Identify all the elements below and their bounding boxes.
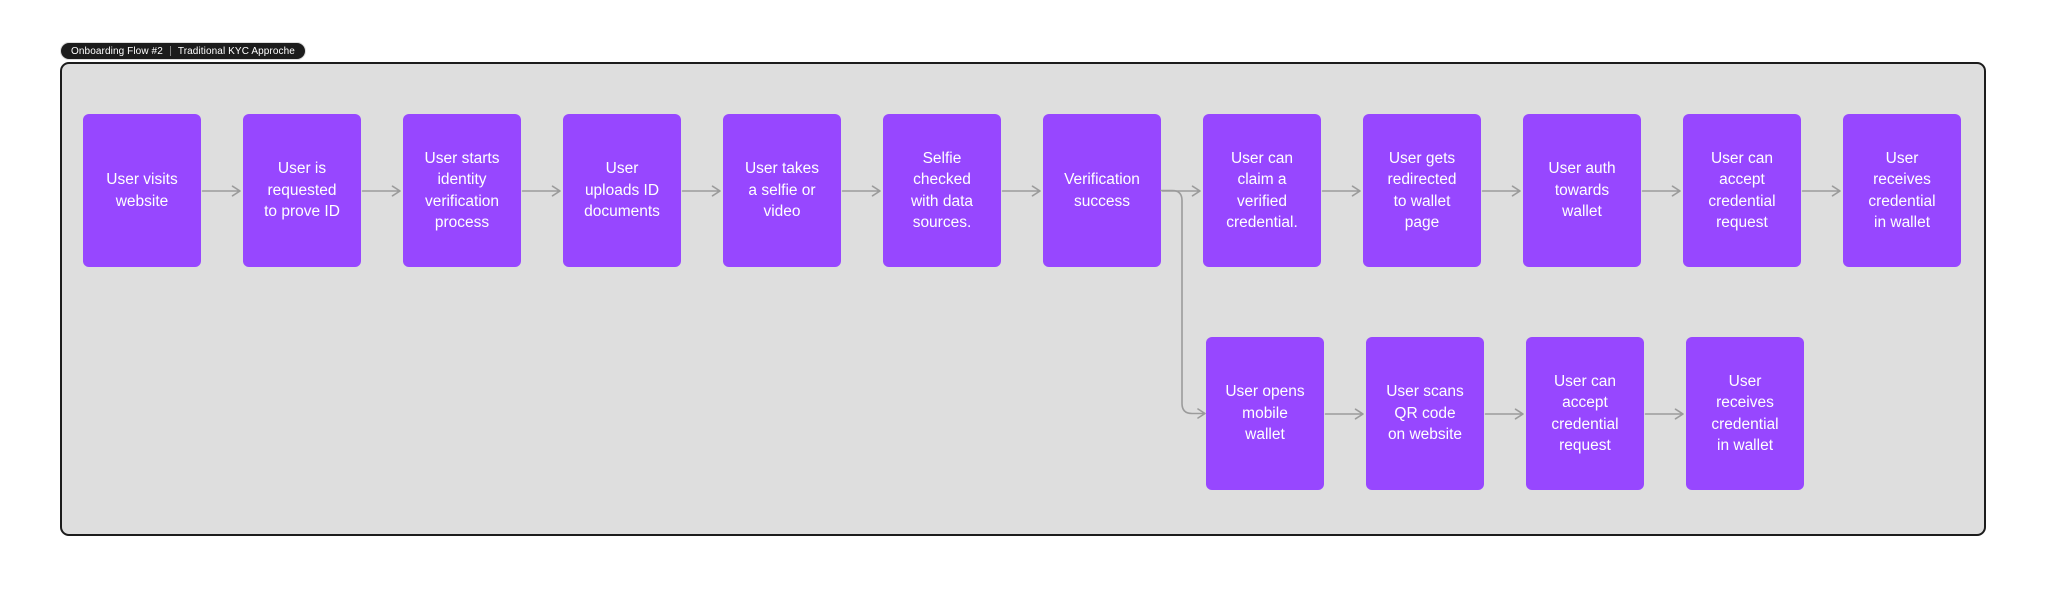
kyc-flow-section[interactable]: User visits website User is requested to…: [60, 62, 1986, 536]
flow-node[interactable]: User can accept credential request: [1526, 337, 1644, 490]
section-title-approach: Traditional KYC Approche: [177, 45, 295, 57]
flow-node-label: User is requested to prove ID: [264, 160, 340, 221]
flow-node-label: User starts identity verification proces…: [424, 149, 500, 232]
flow-node-label: User scans QR code on website: [1386, 383, 1464, 444]
flow-node[interactable]: User is requested to prove ID: [243, 114, 361, 267]
flow-node[interactable]: User opens mobile wallet: [1206, 337, 1324, 490]
flow-arrow-icon[interactable]: [521, 184, 563, 198]
flow-arrow-icon[interactable]: [1644, 407, 1686, 421]
flow-node-label: User uploads ID documents: [584, 160, 660, 221]
flow-node[interactable]: User auth towards wallet: [1523, 114, 1641, 267]
flow-node[interactable]: User receives credential in wallet: [1686, 337, 1804, 490]
flow-arrow-icon[interactable]: [1321, 184, 1363, 198]
flow-node-label: User can accept credential request: [1708, 149, 1776, 232]
flow-arrow-icon[interactable]: [1001, 184, 1043, 198]
flow-arrow-icon[interactable]: [1801, 184, 1843, 198]
flow-node[interactable]: User receives credential in wallet: [1843, 114, 1961, 267]
flow-node-label: User gets redirected to wallet page: [1387, 149, 1457, 232]
flow-arrow-icon[interactable]: [1641, 184, 1683, 198]
flow-node-label: Selfie checked with data sources.: [910, 149, 974, 232]
flow-arrow-icon[interactable]: [201, 184, 243, 198]
flow-arrow-icon[interactable]: [1484, 407, 1526, 421]
flow-node-label: User receives credential in wallet: [1868, 149, 1936, 232]
flow-node[interactable]: Verification success: [1043, 114, 1161, 267]
flow-node-label: User opens mobile wallet: [1225, 383, 1305, 444]
flow-node[interactable]: User uploads ID documents: [563, 114, 681, 267]
section-title-flow-name: Onboarding Flow #2: [71, 45, 163, 57]
flow-node-label: User can accept credential request: [1551, 372, 1619, 455]
flow-node[interactable]: User gets redirected to wallet page: [1363, 114, 1481, 267]
flow-arrow-icon[interactable]: [841, 184, 883, 198]
flow-node-label: User auth towards wallet: [1548, 160, 1616, 221]
flow-node[interactable]: User can claim a verified credential.: [1203, 114, 1321, 267]
flow-node[interactable]: User scans QR code on website: [1366, 337, 1484, 490]
flow-arrow-icon[interactable]: [681, 184, 723, 198]
flow-node-label: User visits website: [106, 171, 178, 210]
flow-arrow-icon[interactable]: [1324, 407, 1366, 421]
flow-node[interactable]: User starts identity verification proces…: [403, 114, 521, 267]
main-flow-row: User visits website User is requested to…: [83, 114, 1961, 267]
flow-arrow-icon[interactable]: [1481, 184, 1523, 198]
branch-connector-icon[interactable]: [1160, 184, 1207, 420]
flow-node-label: User takes a selfie or video: [744, 160, 820, 221]
pill-divider: [169, 46, 171, 56]
flow-node[interactable]: User can accept credential request: [1683, 114, 1801, 267]
flow-node[interactable]: User visits website: [83, 114, 201, 267]
flow-node-label: User can claim a verified credential.: [1226, 149, 1298, 232]
alt-flow-row: User opens mobile wallet User scans QR c…: [1206, 337, 1804, 490]
section-title-pill[interactable]: Onboarding Flow #2 Traditional KYC Appro…: [60, 42, 306, 60]
flow-node-label: Verification success: [1064, 171, 1140, 210]
flow-node[interactable]: Selfie checked with data sources.: [883, 114, 1001, 267]
flow-node[interactable]: User takes a selfie or video: [723, 114, 841, 267]
flow-node-label: User receives credential in wallet: [1711, 372, 1779, 455]
flow-arrow-icon[interactable]: [361, 184, 403, 198]
